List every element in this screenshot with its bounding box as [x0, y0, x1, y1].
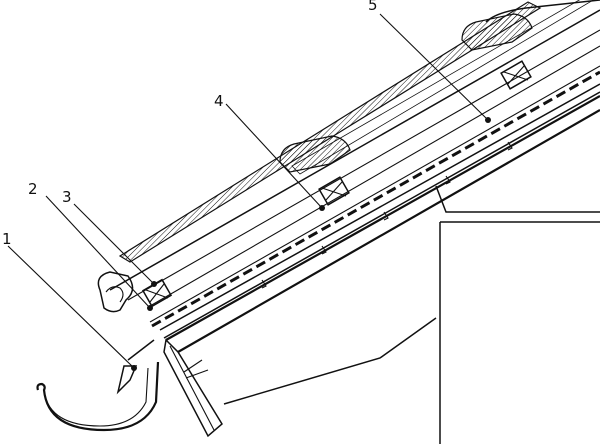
tile-nib-3: [461, 13, 533, 51]
leader-3: [73, 203, 155, 285]
gutter: [36, 339, 160, 432]
leader-4: [225, 103, 323, 209]
leader-lines: [7, 13, 491, 371]
wall-outline: [223, 185, 600, 444]
leader-5: [379, 13, 489, 121]
callout-label-1: 1: [2, 230, 12, 248]
callout-label-2: 2: [28, 180, 38, 198]
tile-top-edge: [485, 0, 600, 23]
tile-nib-2: [279, 135, 351, 173]
callout-label-4: 4: [214, 92, 224, 110]
membrane: [149, 65, 600, 328]
tile-layer: [109, 0, 600, 307]
callout-label-5: 5: [368, 0, 378, 14]
callout-label-3: 3: [62, 188, 72, 206]
rafter: [163, 95, 600, 438]
leader-dot-2: [147, 305, 153, 311]
leader-dot-4: [319, 205, 325, 211]
tile-nib-1: [97, 271, 134, 313]
leader-1: [7, 245, 135, 369]
leader-dot-1: [131, 365, 137, 371]
leader-2: [45, 195, 151, 309]
underlay-board: [159, 83, 600, 339]
leader-dot-5: [485, 117, 491, 123]
batten-2: [318, 176, 350, 206]
batten-3: [500, 60, 532, 90]
leader-dot-3: [151, 281, 157, 287]
